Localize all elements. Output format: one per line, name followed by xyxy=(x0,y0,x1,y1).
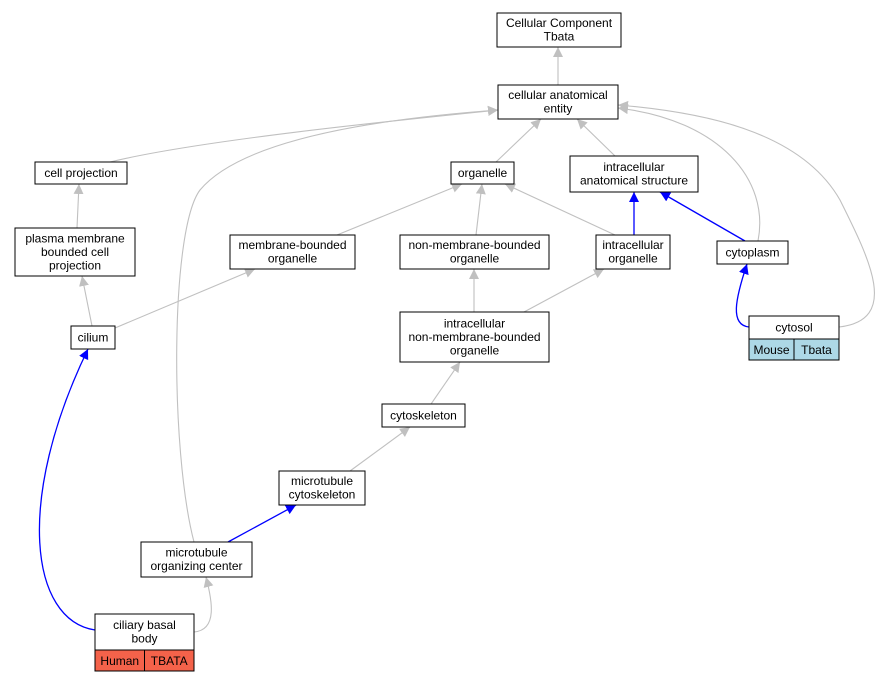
node-box xyxy=(278,470,366,506)
edge-cytosol-to-cellular-anatomical-entity xyxy=(617,100,875,328)
node-box xyxy=(381,403,466,428)
node-organelle[interactable]: organelle xyxy=(450,161,515,185)
edge-membrane-bounded-organelle-to-organelle xyxy=(336,183,463,236)
node-label-line: ciliary basal xyxy=(113,618,176,632)
edge-cell-projection-to-cellular-anatomical-entity xyxy=(109,106,499,163)
edge-cytoplasm-to-cellular-anatomical-entity xyxy=(617,104,761,242)
node-box xyxy=(595,234,671,270)
node-label-line: Cellular Component xyxy=(506,16,613,30)
edge-cytosol-to-cytoplasm xyxy=(735,263,750,328)
edges-layer xyxy=(38,47,875,633)
node-label-line: bounded cell xyxy=(41,245,109,259)
edge-microtubule-organizing-center-to-microtubule-cytoskeleton xyxy=(227,504,297,543)
edge-intracellular-non-membrane-bounded-organelle-to-intracellular-organelle xyxy=(523,268,605,313)
node-label-line: microtubule xyxy=(291,474,353,488)
edge-plasma-membrane-bounded-cell-projection-to-cell-projection xyxy=(73,183,84,229)
node-box xyxy=(70,325,116,350)
node-box xyxy=(569,155,699,193)
edge-microtubule-cytoskeleton-to-cytoskeleton xyxy=(349,426,411,472)
node-label-line: non-membrane-bounded xyxy=(408,238,540,252)
species-tag-label: TBATA xyxy=(151,654,188,668)
node-cilium[interactable]: cilium xyxy=(70,325,116,350)
node-label-line: microtubule xyxy=(165,546,227,560)
node-label-line: cytoskeleton xyxy=(390,408,457,422)
species-tag-label: Tbata xyxy=(801,343,832,357)
node-label-line: membrane-bounded xyxy=(238,238,346,252)
node-box xyxy=(716,240,789,265)
node-label-line: cellular anatomical xyxy=(508,88,607,102)
node-label-line: organelle xyxy=(450,252,500,266)
edge-cytoplasm-to-intracellular-anatomical-structure xyxy=(659,191,746,242)
node-label-line: entity xyxy=(544,102,573,116)
species-tag-cell xyxy=(144,649,195,672)
node-label-line: body xyxy=(131,632,157,646)
node-label-line: cytosol xyxy=(775,320,812,334)
node-cell-projection[interactable]: cell projection xyxy=(34,161,128,185)
edge-cilium-to-plasma-membrane-bounded-cell-projection xyxy=(79,275,93,327)
node-box xyxy=(497,84,619,120)
node-label-line: intracellular xyxy=(603,160,664,174)
edge-non-membrane-bounded-organelle-to-organelle xyxy=(475,183,486,236)
node-label-line: cytoplasm xyxy=(725,245,779,259)
node-cytoskeleton[interactable]: cytoskeleton xyxy=(381,403,466,428)
node-label-line: non-membrane-bounded xyxy=(408,330,540,344)
node-label-line: Tbata xyxy=(544,30,575,44)
node-label-line: cilium xyxy=(78,330,109,344)
node-box xyxy=(399,311,550,363)
node-box xyxy=(34,161,128,185)
edge-microtubule-organizing-center-to-cellular-anatomical-entity xyxy=(176,105,499,543)
node-box xyxy=(450,161,515,185)
node-box xyxy=(229,234,356,270)
node-intracellular-non-membrane-bounded-organelle[interactable]: intracellularnon-membrane-boundedorganel… xyxy=(399,311,550,363)
node-box xyxy=(94,613,195,651)
node-label-line: organelle xyxy=(450,343,500,357)
species-tag-cell xyxy=(793,338,840,361)
node-label-line: organizing center xyxy=(150,559,242,573)
edge-organelle-to-cellular-anatomical-entity xyxy=(495,118,542,163)
edge-ciliary-basal-body-to-cilium xyxy=(38,348,96,631)
node-cytoplasm[interactable]: cytoplasm xyxy=(716,240,789,265)
node-label-line: plasma membrane xyxy=(25,231,125,245)
node-label-line: organelle xyxy=(608,252,658,266)
edge-intracellular-anatomical-structure-to-cellular-anatomical-entity xyxy=(576,118,616,157)
node-label-line: cell projection xyxy=(44,166,117,180)
node-label-line: organelle xyxy=(458,166,508,180)
node-label-line: intracellular xyxy=(602,238,663,252)
node-box xyxy=(140,541,253,578)
species-tag-label: Mouse xyxy=(753,343,789,357)
edge-cilium-to-membrane-bounded-organelle xyxy=(114,268,256,329)
node-label-line: intracellular xyxy=(444,316,505,330)
species-tag-label: Human xyxy=(100,654,139,668)
node-label-line: organelle xyxy=(268,252,318,266)
node-box xyxy=(399,234,550,270)
edge-ciliary-basal-body-to-microtubule-organizing-center xyxy=(193,576,214,633)
edge-intracellular-organelle-to-organelle xyxy=(504,183,616,236)
edge-cytoskeleton-to-intracellular-non-membrane-bounded-organelle xyxy=(430,361,461,405)
node-label-line: anatomical structure xyxy=(580,174,688,188)
node-box xyxy=(496,12,622,48)
node-label-line: cytoskeleton xyxy=(289,488,356,502)
node-label-line: projection xyxy=(49,258,101,272)
node-box xyxy=(14,227,136,277)
